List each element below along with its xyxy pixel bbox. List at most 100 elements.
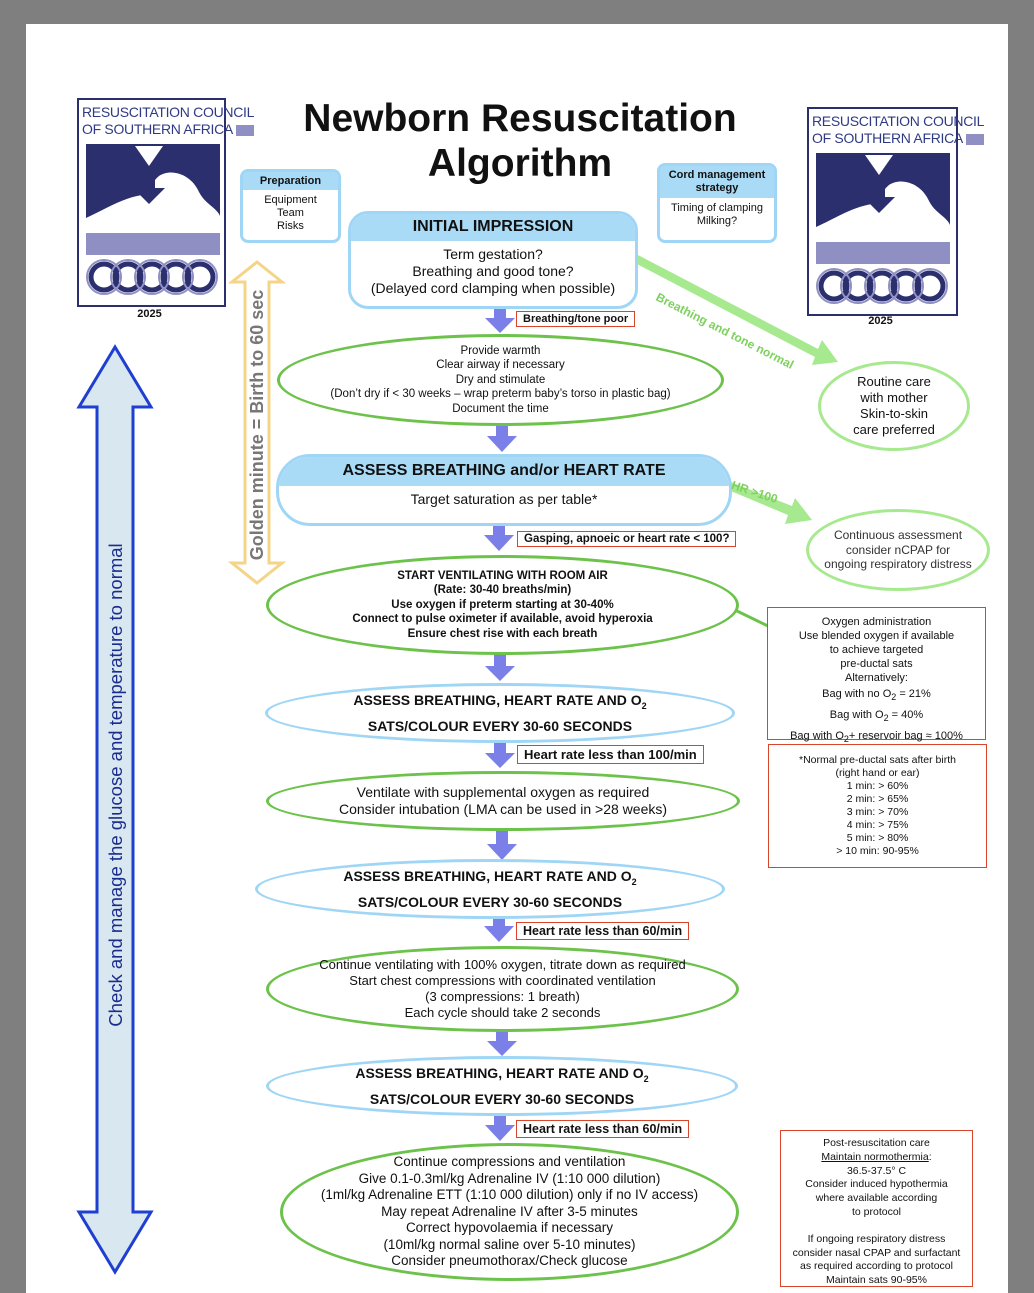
assess-breathing-hr-title: ASSESS BREATHING and/or HEART RATE [279,457,729,486]
initial-line: Term gestation? [443,246,543,262]
ventilate-line: START VENTILATING WITH ROOM AIR [397,569,608,582]
assess-o2-box-3: ASSESS BREATHING, HEART RATE AND O2 SATS… [266,1056,738,1116]
adrenaline-line: Give 0.1-0.3ml/kg Adrenaline IV (1:10 00… [358,1170,661,1186]
ventilate-line: Ensure chest rise with each breath [407,627,598,640]
down-arrow-5 [485,742,515,768]
adrenaline-box: Continue compressions and ventilation Gi… [280,1143,739,1281]
breathing-poor-label: Breathing/tone poor [516,311,636,327]
post-line: where available according [815,1192,938,1205]
initial-line: (Delayed cord clamping when possible) [370,280,616,296]
oxygen-bag-reservoir-value: + reservoir bag ≈ 100% [848,730,963,743]
compressions-line: Continue ventilating with 100% oxygen, t… [319,957,686,972]
ventilate-line: Use oxygen if preterm starting at 30-40% [391,598,614,611]
assess-breathing-hr-box: ASSESS BREATHING and/or HEART RATE Targe… [276,454,732,526]
oxygen-line: Use blended oxygen if available [798,630,955,642]
down-arrow-6 [487,831,517,860]
post-line: as required according to protocol [800,1260,953,1273]
adrenaline-line: Continue compressions and ventilation [393,1154,626,1170]
down-arrows [484,306,517,1141]
adrenaline-line: (10ml/kg normal saline over 5-10 minutes… [383,1236,636,1252]
hr-less-100-label: Heart rate less than 100/min [517,745,704,764]
hr-less-60-label-1: Heart rate less than 60/min [516,922,690,940]
warmth-line: Document the time [452,402,549,415]
sats-row: 5 min: > 80% [846,832,909,844]
warmth-line: Dry and stimulate [455,373,546,386]
down-arrow-3 [484,521,514,551]
initial-line: Breathing and good tone? [412,263,574,279]
compressions-line: (3 compressions: 1 breath) [425,989,580,1004]
post-line: Maintain sats 90-95% [826,1274,927,1287]
routine-line: Routine care [857,374,931,389]
assess-o2-box-1: ASSESS BREATHING, HEART RATE AND O2 SATS… [265,683,735,743]
down-arrow-4 [485,654,515,681]
supplemental-line: Ventilate with supplemental oxygen as re… [356,784,650,800]
oxygen-administration-box: Oxygen administration Use blended oxygen… [767,607,986,745]
sats-table-title: *Normal pre-ductal sats after birth [799,754,956,766]
supplemental-line: Consider intubation (LMA can be used in … [338,801,668,817]
post-line: Consider induced hypothermia [805,1178,948,1191]
o2-subscript: 2 [641,700,647,711]
warmth-line: (Don’t dry if < 30 weeks – wrap preterm … [330,388,671,401]
logo-year-left: 2025 [137,308,162,320]
sats-row: 3 min: > 70% [846,806,909,818]
down-arrow-8 [487,1030,517,1056]
page-title: Newborn Resuscitation Algorithm [303,97,737,185]
preparation-item: Risks [277,220,304,232]
oxygen-bag-no-o2-value: = 21% [896,688,931,700]
o2-subscript: 2 [643,1073,649,1084]
post-line: consider nasal CPAP and surfactant [792,1246,961,1259]
oxygen-line: to achieve targeted [829,644,924,656]
warmth-line: Clear airway if necessary [436,359,565,372]
preparation-item: Equipment [264,194,317,206]
preparation-title: Preparation [243,172,338,190]
preparation-box: Preparation Equipment Team Risks [240,169,341,243]
sats-row: > 10 min: 90-95% [836,845,919,857]
post-line: 36.5-37.5° C [846,1164,907,1177]
sats-row: 4 min: > 75% [846,819,909,831]
routine-line: with mother [860,390,928,405]
resuscitation-emblem-icon [86,144,220,295]
golden-minute-label: Golden minute = Birth to 60 sec [247,289,267,561]
post-normothermia: Maintain normothermia [821,1150,929,1163]
target-saturation-text: Target saturation as per table* [410,491,598,507]
cord-management-box: Cord management strategy Timing of clamp… [657,163,777,243]
logo-org-line1-right: RESUSCITATION COUNCIL [812,113,985,129]
glucose-double-arrow [76,344,154,1275]
o2-subscript: 2 [631,876,637,887]
oxygen-connector [736,609,771,629]
continuous-line: ongoing respiratory distress [824,557,972,572]
assess-o2-line1: ASSESS BREATHING, HEART RATE AND O [353,692,642,709]
warmth-line: Provide warmth [460,344,541,357]
down-arrow-7 [484,914,514,942]
council-logo-left: RESUSCITATION COUNCIL OF SOUTHERN AFRICA [77,98,254,307]
oxygen-bag-reservoir: Bag with O [790,730,844,743]
adrenaline-line: (1ml/kg Adrenaline ETT (1:10 000 dilutio… [320,1187,699,1203]
sats-table-subtitle: (right hand or ear) [835,767,920,779]
gasping-label: Gasping, apnoeic or heart rate < 100? [517,531,737,547]
post-resuscitation-box: Post-resuscitation care Maintain normoth… [780,1130,973,1287]
o2-subscript: 2 [891,692,897,703]
down-arrow-9 [485,1113,515,1141]
assess-o2-line1: ASSESS BREATHING, HEART RATE AND O [343,868,632,885]
sats-row: 2 min: > 65% [846,793,909,805]
logo-org-line2: OF SOUTHERN AFRICA [82,121,233,137]
adrenaline-line: Consider pneumothorax/Check glucose [391,1253,628,1269]
logo-org-line2-right: OF SOUTHERN AFRICA [812,130,963,146]
hr-less-60-label-2: Heart rate less than 60/min [516,1120,690,1138]
logo-year-right: 2025 [868,315,893,327]
arrow-breathing-normal [633,254,838,365]
assess-o2-line2: SATS/COLOUR EVERY 30-60 SECONDS [367,717,633,734]
continuous-line: consider nCPAP for [845,542,951,557]
sats-table-box: *Normal pre-ductal sats after birth (rig… [768,744,987,868]
post-line: If ongoing respiratory distress [807,1232,946,1245]
start-ventilating-box: START VENTILATING WITH ROOM AIR (Rate: 3… [266,555,739,655]
assess-o2-box-2: ASSESS BREATHING, HEART RATE AND O2 SATS… [255,859,725,919]
initial-impression-title: INITIAL IMPRESSION [351,214,635,241]
down-arrow-1 [485,306,515,333]
continuous-line: Continuous assessment [833,528,963,543]
ventilate-line: Connect to pulse oximeter if available, … [352,613,653,626]
post-colon: : [928,1150,932,1163]
oxygen-bag-o2: Bag with O [829,709,884,722]
cord-item: Timing of clamping [671,202,763,214]
down-arrow-2 [487,425,517,452]
